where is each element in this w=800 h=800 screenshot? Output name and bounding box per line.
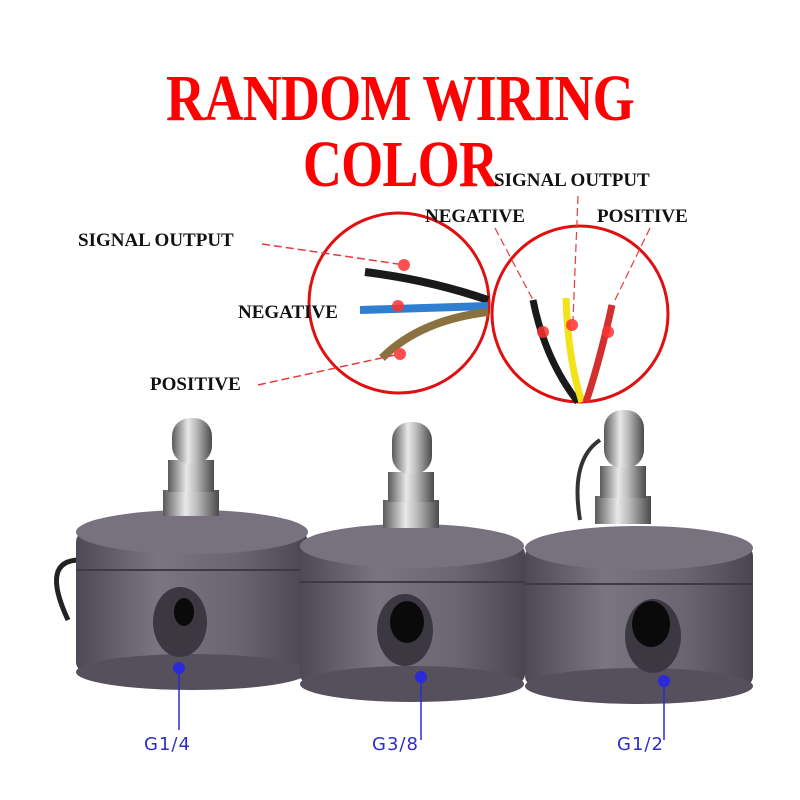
thread-size-g3-8: G3/8 xyxy=(372,734,419,755)
thread-size-g1-4: G1/4 xyxy=(144,734,191,755)
flow-meter-g1-4 xyxy=(53,418,308,690)
right-signal-output-label: SIGNAL OUTPUT xyxy=(494,170,650,191)
right-negative-label: NEGATIVE xyxy=(425,206,525,227)
thread-size-g1-2: G1/2 xyxy=(617,734,664,755)
right-wire-callout xyxy=(490,195,670,405)
port-markers xyxy=(173,662,670,740)
left-negative-label: NEGATIVE xyxy=(238,302,338,323)
left-positive-label: POSITIVE xyxy=(150,374,241,395)
left-signal-output-label: SIGNAL OUTPUT xyxy=(78,230,234,251)
page-title: RANDOM WIRING COLOR xyxy=(166,62,635,201)
left-wire-callout xyxy=(257,211,491,395)
right-positive-label: POSITIVE xyxy=(597,206,688,227)
flow-meter-g3-8 xyxy=(300,422,525,702)
flow-meter-g1-2 xyxy=(525,410,753,704)
